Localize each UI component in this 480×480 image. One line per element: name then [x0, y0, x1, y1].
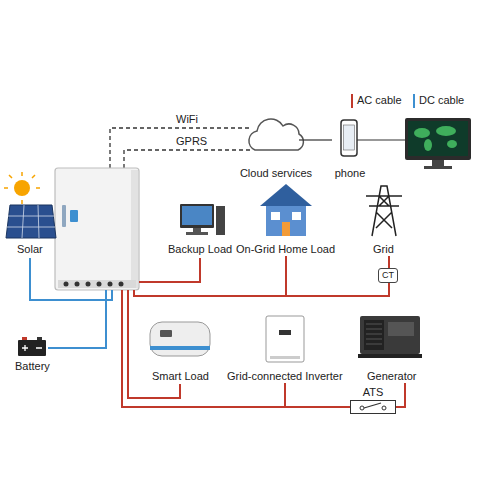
ac-wire — [134, 290, 286, 296]
monitor-screen — [408, 121, 468, 156]
dc-wire — [48, 290, 106, 348]
ac-wire — [139, 258, 200, 282]
wifi-line — [110, 128, 250, 168]
solar-node: Solar — [17, 243, 43, 256]
node-label: CT — [382, 270, 394, 281]
hybrid-inverter — [55, 168, 139, 290]
computer-icon — [180, 204, 214, 228]
generator-icon — [360, 316, 420, 354]
cable-connector — [388, 256, 390, 268]
cable-connector — [318, 139, 332, 140]
monitor-icon — [405, 118, 471, 160]
switch-symbol — [360, 406, 364, 410]
cloud-node: Cloud services — [234, 108, 318, 180]
node-label: ATS — [363, 386, 384, 399]
legend-text: DC cable — [419, 94, 464, 107]
cable-connector — [285, 383, 350, 407]
node-label: Battery — [15, 360, 50, 373]
solar-panel-icon — [6, 205, 56, 238]
node-label: Grid — [373, 243, 394, 256]
string-inverter-icon — [266, 316, 304, 362]
node-label: phone — [335, 167, 366, 180]
phone-icon — [341, 120, 357, 156]
battery-icon — [18, 340, 46, 356]
phone-node: phone — [332, 116, 368, 180]
node-label: On-Grid Home Load — [236, 243, 335, 256]
node-label: Generator — [367, 370, 417, 383]
cloud-icon — [249, 119, 303, 150]
generator-node: Generator — [367, 370, 417, 383]
load-node: Smart Load — [152, 370, 209, 383]
inverter-node: Grid-connected Inverter — [227, 370, 343, 383]
legend-line — [413, 94, 415, 108]
switch-box — [350, 400, 396, 414]
sun-icon — [14, 180, 30, 196]
cable-connector — [396, 383, 405, 407]
node-label: Cloud services — [240, 167, 312, 180]
node-label: Grid-connected Inverter — [227, 370, 343, 383]
wire — [299, 139, 318, 140]
node-label: Solar — [17, 243, 43, 256]
pylon-icon — [366, 186, 402, 236]
ac-wire — [122, 290, 285, 407]
legend-line — [351, 94, 353, 108]
legend-text: AC cable — [357, 94, 402, 107]
water-heater-icon — [150, 322, 210, 356]
battery-node: Battery — [15, 360, 50, 373]
load-node: Backup Load — [168, 243, 232, 256]
node-label: Backup Load — [168, 243, 232, 256]
node-label: Smart Load — [152, 370, 209, 383]
house-icon — [260, 184, 312, 206]
dc-wire — [30, 258, 112, 300]
line-label: WiFi — [176, 113, 198, 126]
load-node: On-Grid Home Load — [236, 243, 335, 256]
cable-connector — [286, 256, 389, 296]
gprs-line — [124, 150, 252, 168]
wire — [357, 139, 405, 140]
ats-switch: ATS — [350, 386, 396, 416]
ct-box: CT — [378, 268, 398, 283]
phone-screen — [344, 125, 355, 150]
line-label: GPRS — [176, 135, 207, 148]
grid-node: Grid — [373, 243, 394, 256]
